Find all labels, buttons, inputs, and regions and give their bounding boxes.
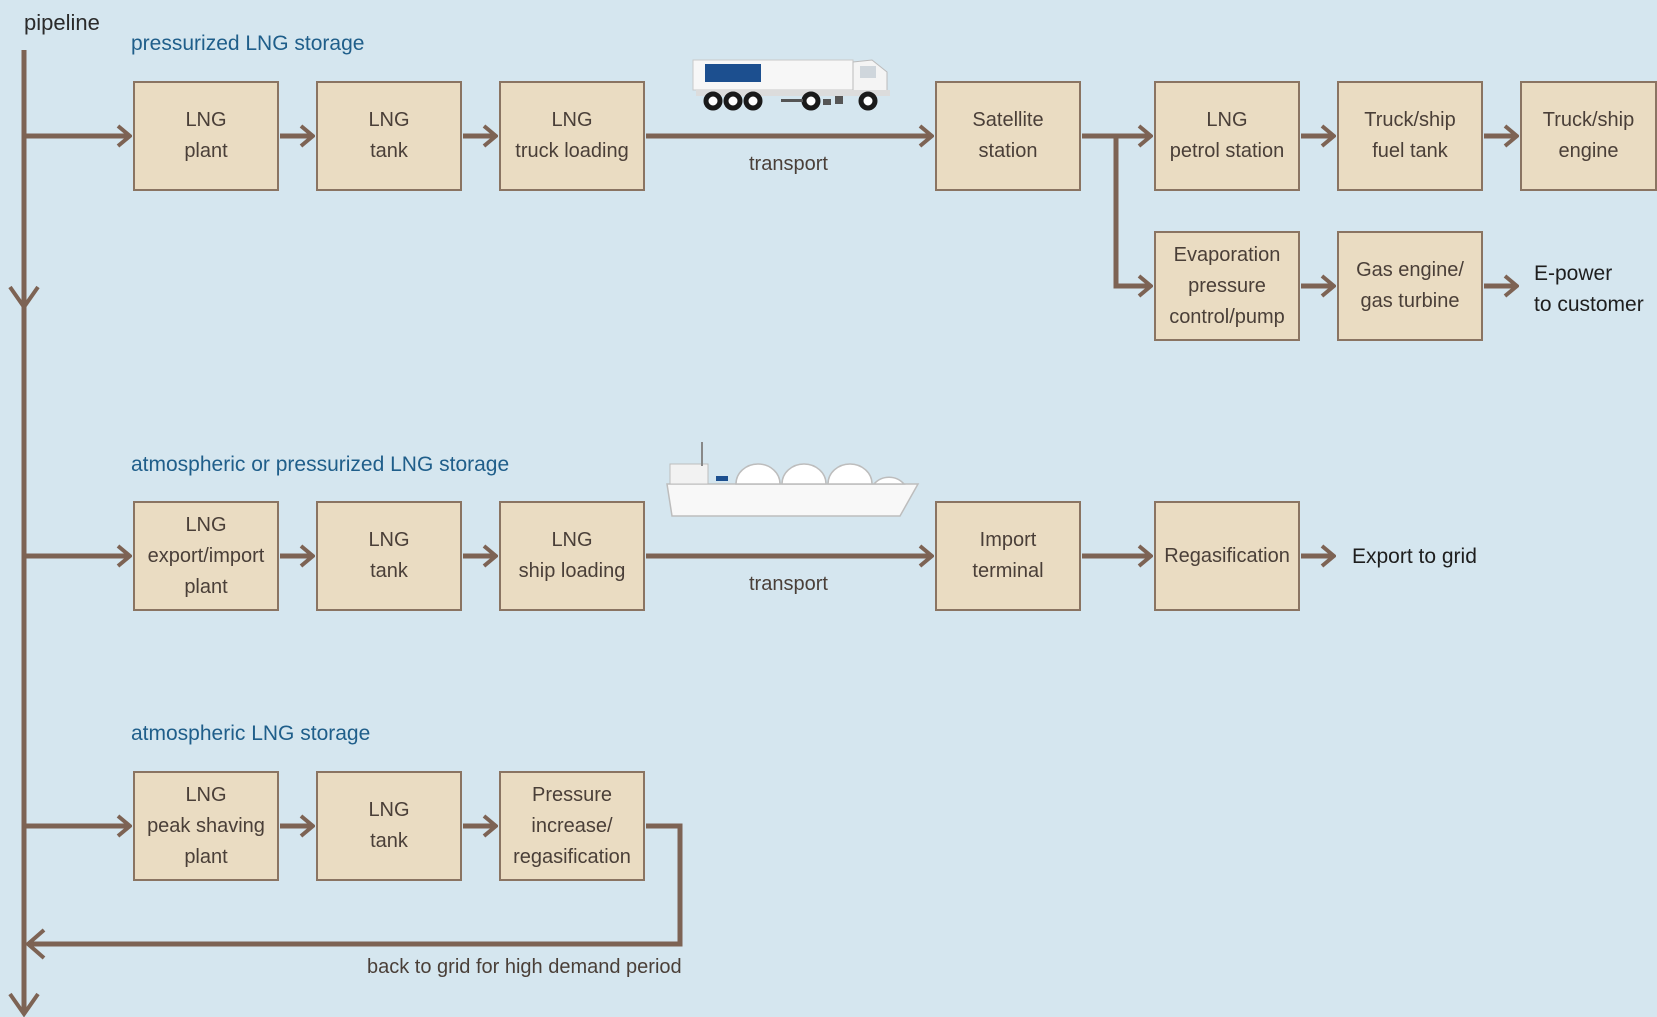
box-truck-ship-engine: Truck/ship engine (1520, 81, 1657, 191)
return-to-grid-label: back to grid for high demand period (367, 956, 682, 979)
box-text: pressure (1169, 271, 1285, 302)
box-text: tank (368, 136, 409, 167)
transport-label-ship: transport (749, 573, 828, 596)
box-text: terminal (972, 556, 1043, 587)
box-text: engine (1543, 136, 1635, 167)
box-regasification: Regasification (1154, 501, 1300, 611)
box-satellite-station: Satellite station (935, 81, 1081, 191)
box-pressure-increase-regasification: Pressure increase/ regasification (499, 771, 645, 881)
box-gas-engine-turbine: Gas engine/ gas turbine (1337, 231, 1483, 341)
box-text: control/pump (1169, 302, 1285, 333)
box-lng-petrol-station: LNG petrol station (1154, 81, 1300, 191)
box-lng-plant: LNG plant (133, 81, 279, 191)
output-export-to-grid: Export to grid (1352, 541, 1477, 572)
box-lng-peak-shaving-plant: LNG peak shaving plant (133, 771, 279, 881)
box-lng-export-import-plant: LNG export/import plant (133, 501, 279, 611)
box-text: Truck/ship (1364, 105, 1456, 136)
box-text: LNG (368, 525, 409, 556)
box-lng-tank-1: LNG tank (316, 81, 462, 191)
box-text: LNG (184, 105, 227, 136)
box-evaporation-pressure-control: Evaporation pressure control/pump (1154, 231, 1300, 341)
box-text: Regasification (1164, 541, 1290, 572)
box-text: Gas engine/ (1356, 255, 1464, 286)
box-text: increase/ (513, 811, 631, 842)
box-text: plant (148, 572, 265, 603)
section-title-atmospheric-or-pressurized: atmospheric or pressurized LNG storage (131, 453, 509, 477)
section-title-atmospheric: atmospheric LNG storage (131, 722, 370, 746)
box-lng-ship-loading: LNG ship loading (499, 501, 645, 611)
branch-connector (1116, 136, 1151, 286)
box-text: regasification (513, 842, 631, 873)
box-text: LNG (147, 780, 265, 811)
box-text: Evaporation (1169, 240, 1285, 271)
output-e-power: E-power to customer (1534, 258, 1644, 320)
box-text: LNG (368, 795, 409, 826)
box-text: petrol station (1170, 136, 1285, 167)
output-line: Export to grid (1352, 541, 1477, 572)
box-text: peak shaving (147, 811, 265, 842)
box-text: plant (147, 842, 265, 873)
box-text: station (972, 136, 1043, 167)
box-text: LNG (519, 525, 626, 556)
transport-label-truck: transport (749, 153, 828, 176)
box-text: gas turbine (1356, 286, 1464, 317)
pipeline-label: pipeline (24, 10, 100, 36)
box-text: LNG (148, 510, 265, 541)
box-text: plant (184, 136, 227, 167)
box-truck-ship-fuel-tank: Truck/ship fuel tank (1337, 81, 1483, 191)
box-lng-truck-loading: LNG truck loading (499, 81, 645, 191)
box-text: LNG (1170, 105, 1285, 136)
box-text: export/import (148, 541, 265, 572)
truck-icon (693, 60, 890, 108)
box-text: truck loading (515, 136, 628, 167)
box-text: Pressure (513, 780, 631, 811)
box-import-terminal: Import terminal (935, 501, 1081, 611)
box-lng-tank-3: LNG tank (316, 771, 462, 881)
box-text: Truck/ship (1543, 105, 1635, 136)
lng-ship-icon (667, 442, 918, 516)
box-text: Import (972, 525, 1043, 556)
box-text: LNG (368, 105, 409, 136)
box-lng-tank-2: LNG tank (316, 501, 462, 611)
box-text: tank (368, 826, 409, 857)
section-title-pressurized: pressurized LNG storage (131, 32, 364, 56)
output-line: to customer (1534, 289, 1644, 320)
box-text: LNG (515, 105, 628, 136)
box-text: ship loading (519, 556, 626, 587)
box-text: tank (368, 556, 409, 587)
box-text: fuel tank (1364, 136, 1456, 167)
box-text: Satellite (972, 105, 1043, 136)
output-line: E-power (1534, 258, 1644, 289)
